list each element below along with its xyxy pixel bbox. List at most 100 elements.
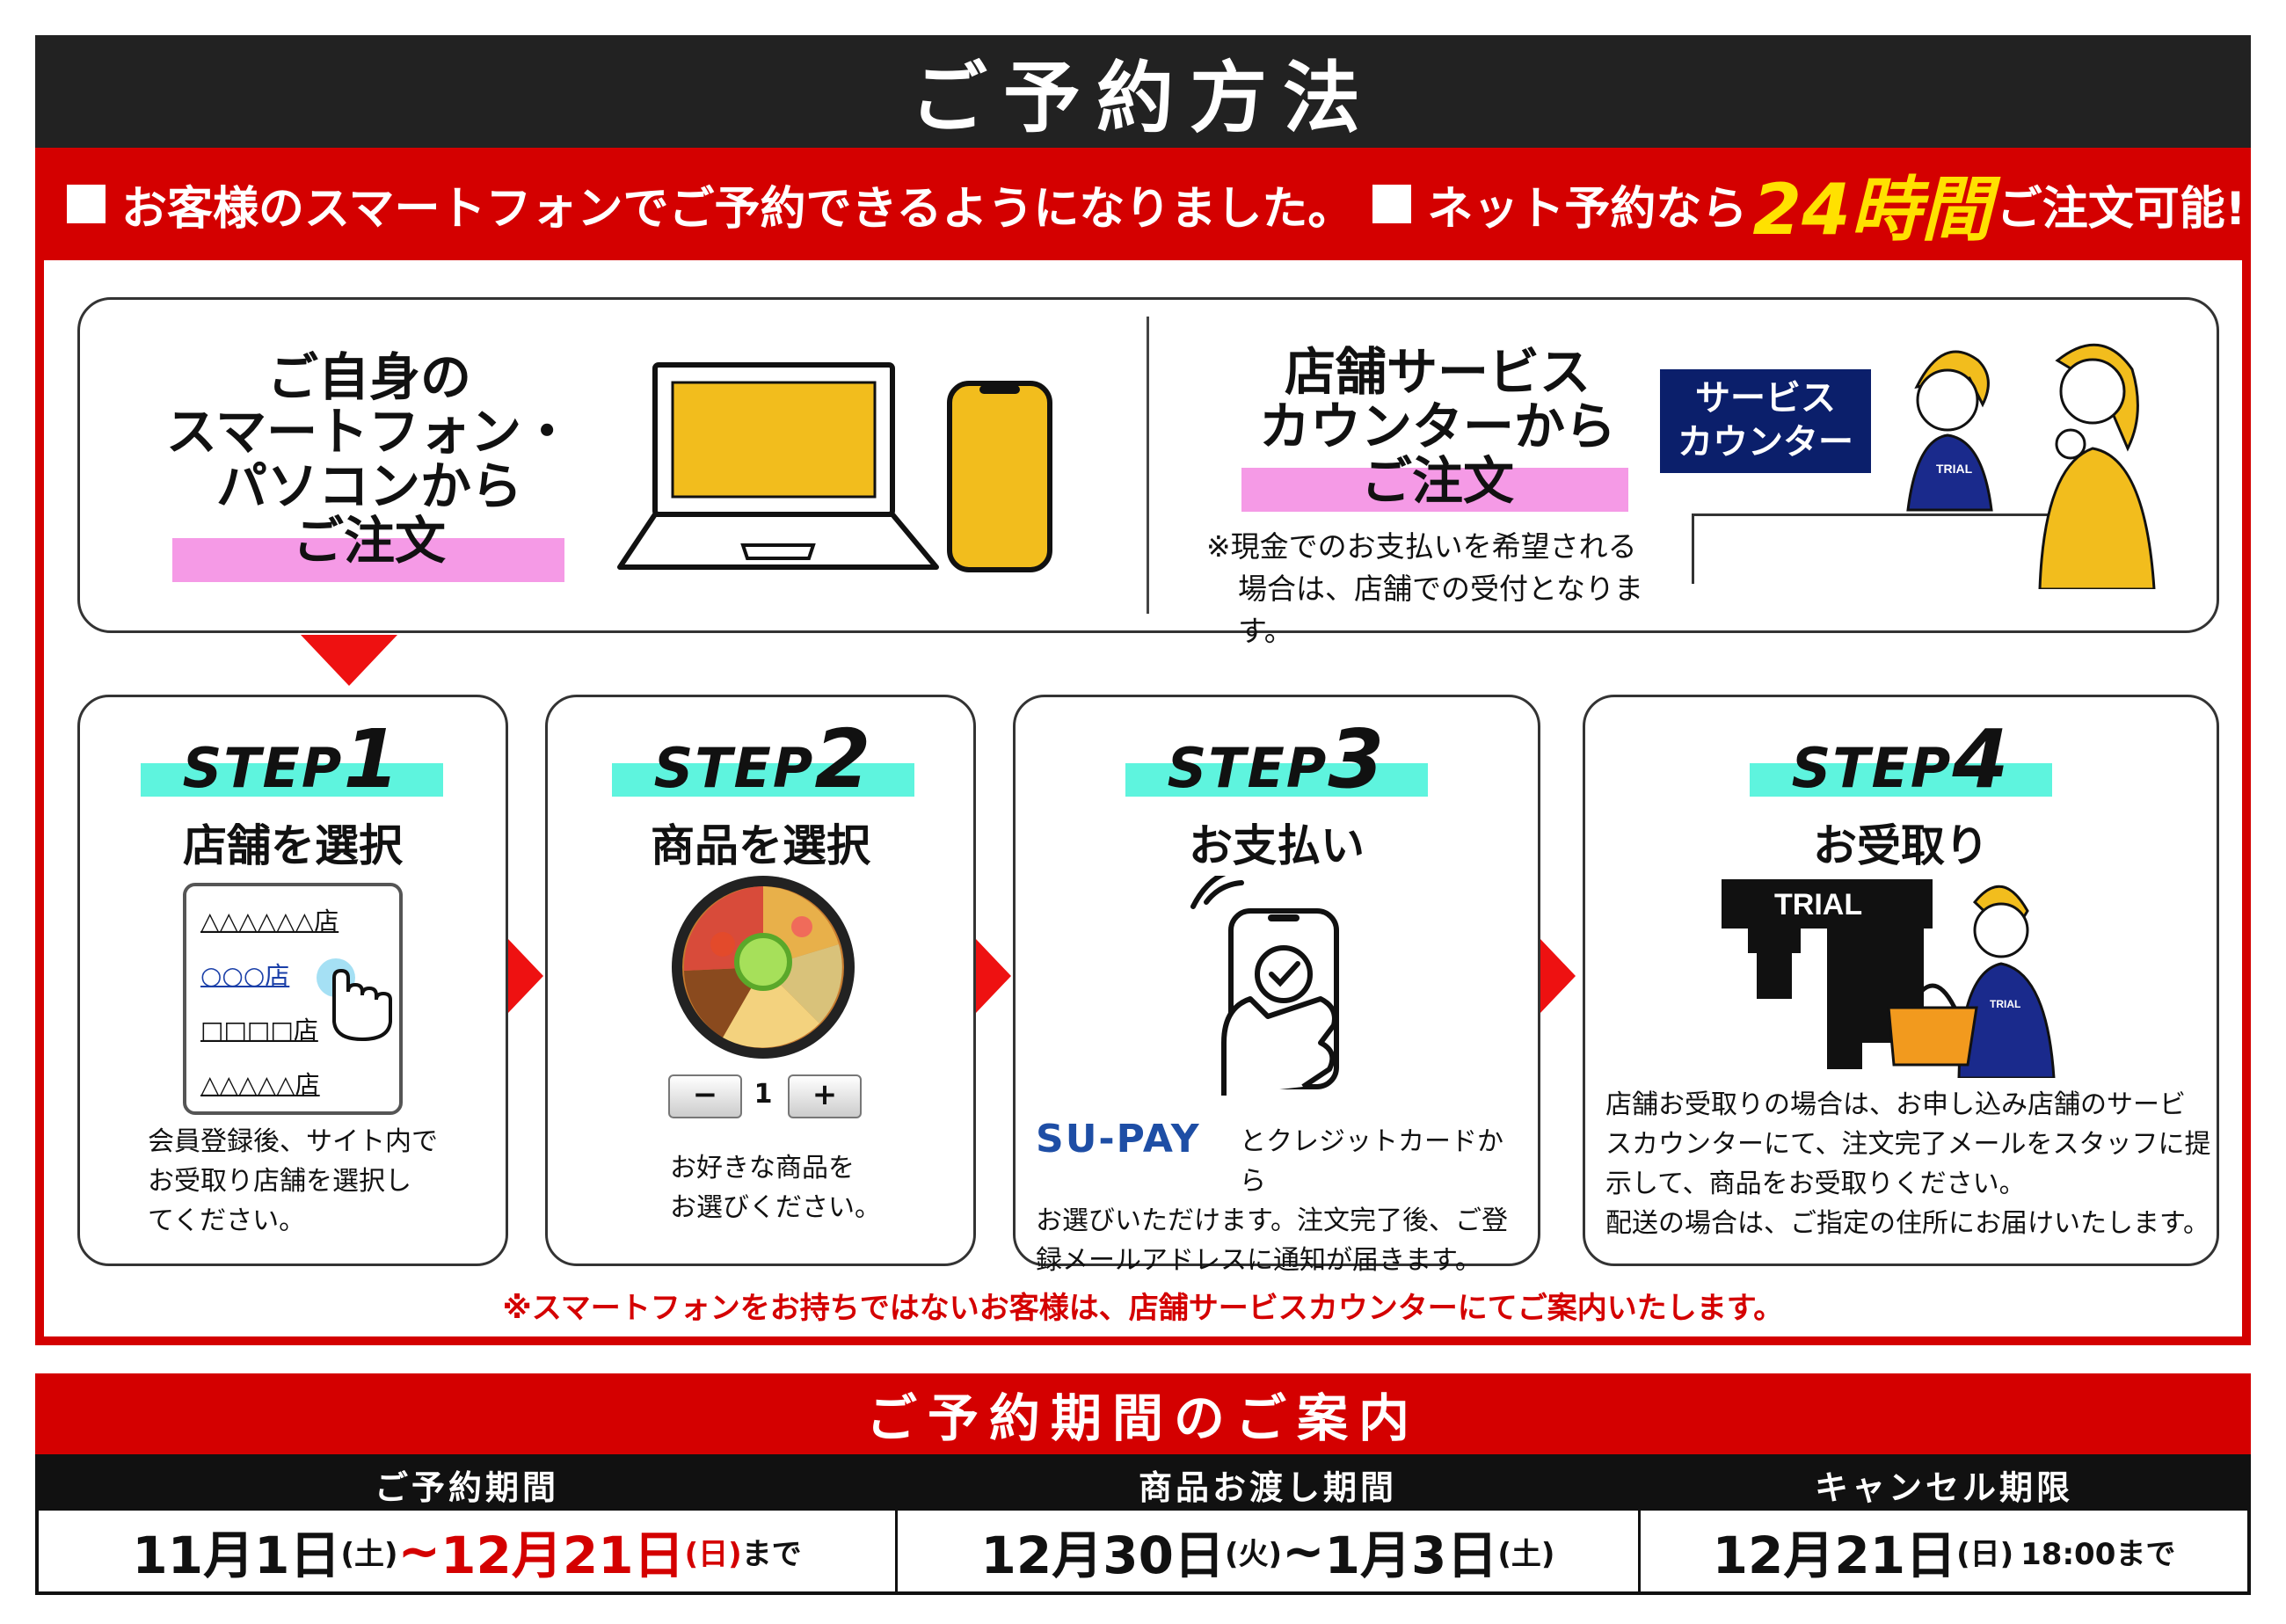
svg-text:TRIAL: TRIAL [1774, 888, 1862, 921]
phone-payment-icon [1190, 876, 1339, 1096]
next-arrow-icon [1540, 939, 1576, 1013]
weekday: (火) [1224, 1536, 1283, 1572]
cash-note: ※現金でのお支払いを希望される 場合は、店舗での受付となります。 [1206, 526, 1681, 652]
next-arrow-icon [976, 939, 1011, 1013]
date-start: 11月1日 [132, 1526, 341, 1585]
highlight-bar [172, 538, 564, 582]
step-4-label: STEP4 [1750, 712, 2052, 806]
no-smartphone-warning: ※スマートフォンをお持ちではないお客様は、店舗サービスカウンターにてご案内いたし… [502, 1291, 1784, 1326]
list-item: □□□□店 [200, 1016, 318, 1045]
staff-and-customer-illustration: TRIAL [1906, 343, 2156, 589]
down-arrow-icon [301, 635, 397, 686]
desc-line: お好きな商品を [670, 1153, 855, 1183]
sign-line: サービス [1695, 378, 1836, 419]
increment-button[interactable]: + [788, 1074, 862, 1118]
range-sep: ~ [397, 1521, 441, 1581]
date-start: 12月30日 [980, 1526, 1225, 1585]
quantity-stepper[interactable]: − 1 + [668, 1074, 862, 1118]
heading-line: パソコンから [215, 456, 522, 516]
period-col-head: ご予約期間 [39, 1458, 895, 1511]
note-line: 場合は、店舗での受付となります。 [1238, 572, 1644, 648]
supay-logo: SU-PAY [1036, 1117, 1201, 1162]
sub-header: お客様のスマートフォンでご予約できるようになりました。 ネット予約なら 24時間… [35, 148, 2251, 260]
svg-text:TRIAL: TRIAL [1990, 998, 2020, 1010]
step-1-description: 会員登録後、サイト内で お受取り店舗を選択し てください。 [148, 1122, 499, 1241]
smartphone-icon [947, 381, 1052, 572]
desc-line: 配送の場合は、ご指定の住所にお届けいたします。 [1605, 1208, 2210, 1239]
heading-line: スマートフォン・ [165, 402, 573, 462]
period-col-head: 商品お渡し期間 [898, 1458, 1638, 1511]
step-3-label: STEP3 [1125, 712, 1428, 806]
period-col-delivery: 商品お渡し期間 12月30日 (火) ~ 1月3日 (土) [898, 1458, 1641, 1591]
tap-hand-icon [317, 958, 392, 1042]
weekday: (日) [684, 1536, 742, 1572]
period-col-value: 11月1日 (土) ~ 12月21日 (日) まで [39, 1511, 895, 1591]
step-1-title: 店舗を選択 [183, 820, 403, 871]
step-3-description: とクレジットカードから お選びいただけます。注文完了後、ご登 録メールアドレスに… [1036, 1122, 1528, 1280]
desc-line: 示して、商品をお受取りください。 [1605, 1169, 2026, 1199]
step-1-label: STEP1 [141, 712, 443, 806]
weekday: (日) [1956, 1536, 2014, 1572]
svg-text:TRIAL: TRIAL [1936, 462, 1973, 476]
period-col-value: 12月21日 (日) 18:00まで [1641, 1511, 2247, 1591]
step-number: 2 [814, 712, 873, 806]
period-col-reservation: ご予約期間 11月1日 (土) ~ 12月21日 (日) まで [39, 1458, 898, 1591]
step-label-bg [1750, 763, 2052, 797]
highlight-24h: 24時間 [1752, 169, 1991, 251]
step-number: 1 [343, 712, 402, 806]
heading-line: 店舗サービス [1284, 342, 1591, 402]
heading-line: カウンターから [1258, 397, 1616, 456]
square-bullet-icon [1372, 185, 1412, 223]
square-bullet-icon [67, 185, 106, 223]
step-label-bg [1125, 763, 1428, 797]
step-word: STEP [1167, 736, 1329, 800]
heading-line: ご自身の [266, 347, 471, 407]
weekday: (土) [340, 1536, 398, 1572]
date-end: 1月3日 [1324, 1526, 1498, 1585]
desc-line: てください。 [148, 1205, 306, 1236]
desc-line: お選びください。 [670, 1192, 881, 1223]
heading-line: ご注文 [1360, 451, 1514, 511]
desc-line: お受取り店舗を選択し [148, 1166, 411, 1197]
desc-line: 録メールアドレスに通知が届きます。 [1036, 1245, 1482, 1276]
list-item: △△△△△店 [200, 1070, 320, 1099]
step-4-description: 店舗お受取りの場合は、お申し込み店舗のサービ スカウンターにて、注文完了メールを… [1605, 1085, 2212, 1243]
counter-side [1692, 513, 1694, 584]
period-section-title: ご予約期間のご案内 [35, 1373, 2251, 1454]
step-3-title: お支払い [1189, 820, 1365, 871]
step-label-bg [612, 763, 914, 797]
step-4-title: お受取り [1813, 820, 1989, 871]
page-title: ご予約方法 [35, 35, 2251, 148]
laptop-icon [617, 362, 939, 570]
step-number: 3 [1328, 712, 1387, 806]
divider [1147, 317, 1149, 614]
service-counter-sign: サービス カウンター [1660, 369, 1871, 473]
online-order-heading: ご自身の スマートフォン・ パソコンから ご注文 [149, 350, 589, 568]
desc-line: 店舗お受取りの場合は、お申し込み店舗のサービ [1605, 1089, 2186, 1120]
store-order-heading: 店舗サービス カウンターから ご注文 [1231, 345, 1644, 508]
list-item: △△△△△△店 [200, 907, 339, 936]
highlight-bar [1241, 468, 1628, 512]
date-deadline: 12月21日 [1712, 1526, 1957, 1585]
until-text: まで [741, 1536, 802, 1572]
step-word: STEP [182, 736, 344, 800]
store-list-mock: △△△△△△店 ○○○店 □□□□店 △△△△△店 [183, 883, 403, 1115]
quantity-value: 1 [754, 1079, 773, 1110]
store-pickup-illustration: TRIAL TRIAL [1722, 879, 2056, 1078]
range-sep: ~ [1282, 1521, 1325, 1581]
step-2-description: お好きな商品を お選びください。 [670, 1148, 969, 1227]
deadline-time: 18:00まで [2020, 1536, 2176, 1572]
desc-line: お選びいただけます。注文完了後、ご登 [1036, 1205, 1508, 1236]
period-col-cancel: キャンセル期限 12月21日 (日) 18:00まで [1641, 1458, 2247, 1591]
period-table: ご予約期間 11月1日 (土) ~ 12月21日 (日) まで 商品お渡し期間 … [35, 1454, 2251, 1595]
step-number: 4 [1952, 712, 2011, 806]
heading-line: ご注文 [292, 511, 446, 571]
period-col-value: 12月30日 (火) ~ 1月3日 (土) [898, 1511, 1638, 1591]
weekday: (土) [1497, 1536, 1555, 1572]
sign-line: カウンター [1678, 422, 1853, 462]
subheader-text-2: ネット予約なら [1427, 182, 1748, 236]
desc-line: スカウンターにて、注文完了メールをスタッフに提 [1605, 1129, 2211, 1160]
desc-line: 会員登録後、サイト内で [148, 1126, 438, 1157]
decrement-button[interactable]: − [668, 1074, 742, 1118]
step-2-label: STEP2 [612, 712, 914, 806]
